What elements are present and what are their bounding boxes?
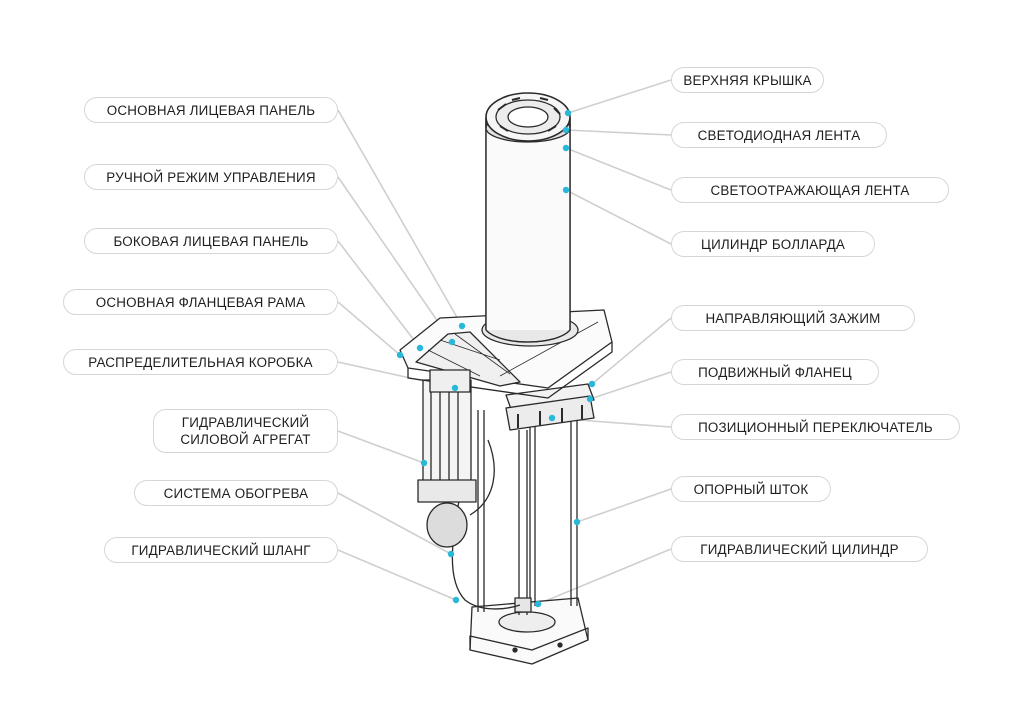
label-movable-flange: ПОДВИЖНЫЙ ФЛАНЕЦ bbox=[671, 359, 879, 385]
label-text: ГИДРАВЛИЧЕСКИЙ ЦИЛИНДР bbox=[700, 541, 899, 557]
label-text: ЦИЛИНДР БОЛЛАРДА bbox=[701, 236, 845, 252]
support-rod-left bbox=[477, 410, 485, 612]
dot-manual-mode bbox=[448, 338, 456, 346]
label-main-face-panel: ОСНОВНАЯ ЛИЦЕВАЯ ПАНЕЛЬ bbox=[84, 97, 338, 123]
label-text: СВЕТОДИОДНАЯ ЛЕНТА bbox=[697, 127, 861, 143]
label-text: РАСПРЕДЕЛИТЕЛЬНАЯ КОРОБКА bbox=[88, 354, 313, 370]
dot-hydraulic-cylinder bbox=[534, 600, 542, 608]
leader-movable-flange bbox=[589, 371, 672, 400]
hydraulic-cylinder-body bbox=[518, 430, 528, 615]
oil-tank bbox=[426, 502, 468, 548]
leader-main-flange-frame bbox=[337, 301, 401, 356]
label-distribution-box: РАСПРЕДЕЛИТЕЛЬНАЯ КОРОБКА bbox=[63, 349, 338, 375]
support-rod-back bbox=[529, 420, 536, 606]
dot-hydraulic-power-unit bbox=[420, 459, 428, 467]
bollard-drawing bbox=[399, 92, 613, 665]
leader-led-strip bbox=[565, 129, 672, 136]
dot-position-switch bbox=[548, 414, 556, 422]
leader-hydraulic-hose bbox=[337, 549, 457, 601]
label-text: ПОДВИЖНЫЙ ФЛАНЕЦ bbox=[698, 364, 852, 380]
leader-side-face-panel bbox=[337, 240, 421, 349]
label-text: ВЕРХНЯЯ КРЫШКА bbox=[683, 72, 812, 88]
label-text: СВЕТООТРАЖАЮЩАЯ ЛЕНТА bbox=[710, 182, 910, 198]
leader-bollard-cylinder bbox=[565, 189, 672, 245]
dot-main-face-panel bbox=[458, 322, 466, 330]
dot-main-flange-frame bbox=[396, 351, 404, 359]
dot-reflective-strip bbox=[562, 144, 570, 152]
dot-movable-flange bbox=[586, 395, 594, 403]
leader-guide-clamp bbox=[591, 317, 672, 385]
label-bollard-cylinder: ЦИЛИНДР БОЛЛАРДА bbox=[671, 231, 875, 257]
label-text: НАПРАВЛЯЮЩИЙ ЗАЖИМ bbox=[705, 310, 881, 326]
label-text-line2: СИЛОВОЙ АГРЕГАТ bbox=[180, 432, 311, 447]
dot-support-rod bbox=[573, 518, 581, 526]
support-rod-right bbox=[570, 420, 578, 606]
leader-heating-system bbox=[337, 492, 452, 555]
label-hydraulic-cylinder: ГИДРАВЛИЧЕСКИЙ ЦИЛИНДР bbox=[671, 536, 928, 562]
leader-manual-mode bbox=[337, 176, 453, 343]
dot-top-cover bbox=[564, 109, 572, 117]
label-text: ОПОРНЫЙ ШТОК bbox=[693, 481, 809, 497]
dot-side-face-panel bbox=[416, 344, 424, 352]
leader-support-rod bbox=[576, 488, 672, 523]
label-position-switch: ПОЗИЦИОННЫЙ ПЕРЕКЛЮЧАТЕЛЬ bbox=[671, 414, 960, 440]
label-heating-system: СИСТЕМА ОБОГРЕВА bbox=[134, 480, 338, 506]
label-manual-mode: РУЧНОЙ РЕЖИМ УПРАВЛЕНИЯ bbox=[84, 164, 338, 190]
label-top-cover: ВЕРХНЯЯ КРЫШКА bbox=[671, 67, 824, 93]
leader-main-face-panel bbox=[337, 109, 463, 327]
distribution-box-shape bbox=[429, 369, 471, 393]
label-led-strip: СВЕТОДИОДНАЯ ЛЕНТА bbox=[671, 122, 887, 148]
label-text: БОКОВАЯ ЛИЦЕВАЯ ПАНЕЛЬ bbox=[113, 233, 309, 249]
label-text-line1: ГИДРАВЛИЧЕСКИЙ bbox=[181, 415, 310, 430]
leader-hydraulic-cylinder bbox=[537, 548, 672, 605]
dot-guide-clamp bbox=[588, 380, 596, 388]
label-text: РУЧНОЙ РЕЖИМ УПРАВЛЕНИЯ bbox=[106, 169, 316, 185]
label-hydraulic-power-unit: ГИДРАВЛИЧЕСКИЙ СИЛОВОЙ АГРЕГАТ bbox=[153, 409, 338, 453]
leader-lines bbox=[337, 79, 672, 605]
dot-distribution-box bbox=[451, 384, 459, 392]
label-text: ОСНОВНАЯ ФЛАНЦЕВАЯ РАМА bbox=[95, 294, 306, 310]
power-unit bbox=[417, 379, 477, 548]
label-main-flange-frame: ОСНОВНАЯ ФЛАНЦЕВАЯ РАМА bbox=[63, 289, 338, 315]
label-text: СИСТЕМА ОБОГРЕВА bbox=[163, 485, 309, 501]
dot-hydraulic-hose bbox=[452, 596, 460, 604]
callout-dots bbox=[396, 109, 596, 608]
dot-led-strip bbox=[562, 126, 570, 134]
label-text: ОСНОВНАЯ ЛИЦЕВАЯ ПАНЕЛЬ bbox=[106, 102, 316, 118]
label-text: ПОЗИЦИОННЫЙ ПЕРЕКЛЮЧАТЕЛЬ bbox=[698, 419, 933, 435]
leader-top-cover bbox=[567, 79, 672, 114]
leader-reflective-strip bbox=[565, 147, 672, 191]
label-hydraulic-hose: ГИДРАВЛИЧЕСКИЙ ШЛАНГ bbox=[104, 537, 338, 563]
label-text: ГИДРАВЛИЧЕСКИЙ ШЛАНГ bbox=[131, 542, 311, 558]
dot-bollard-cylinder bbox=[562, 186, 570, 194]
label-support-rod: ОПОРНЫЙ ШТОК bbox=[671, 476, 831, 502]
label-side-face-panel: БОКОВАЯ ЛИЦЕВАЯ ПАНЕЛЬ bbox=[84, 228, 338, 254]
label-guide-clamp: НАПРАВЛЯЮЩИЙ ЗАЖИМ bbox=[671, 305, 915, 331]
leader-hydraulic-power-unit bbox=[337, 430, 425, 464]
label-reflective-strip: СВЕТООТРАЖАЮЩАЯ ЛЕНТА bbox=[671, 177, 949, 203]
dot-heating-system bbox=[447, 550, 455, 558]
